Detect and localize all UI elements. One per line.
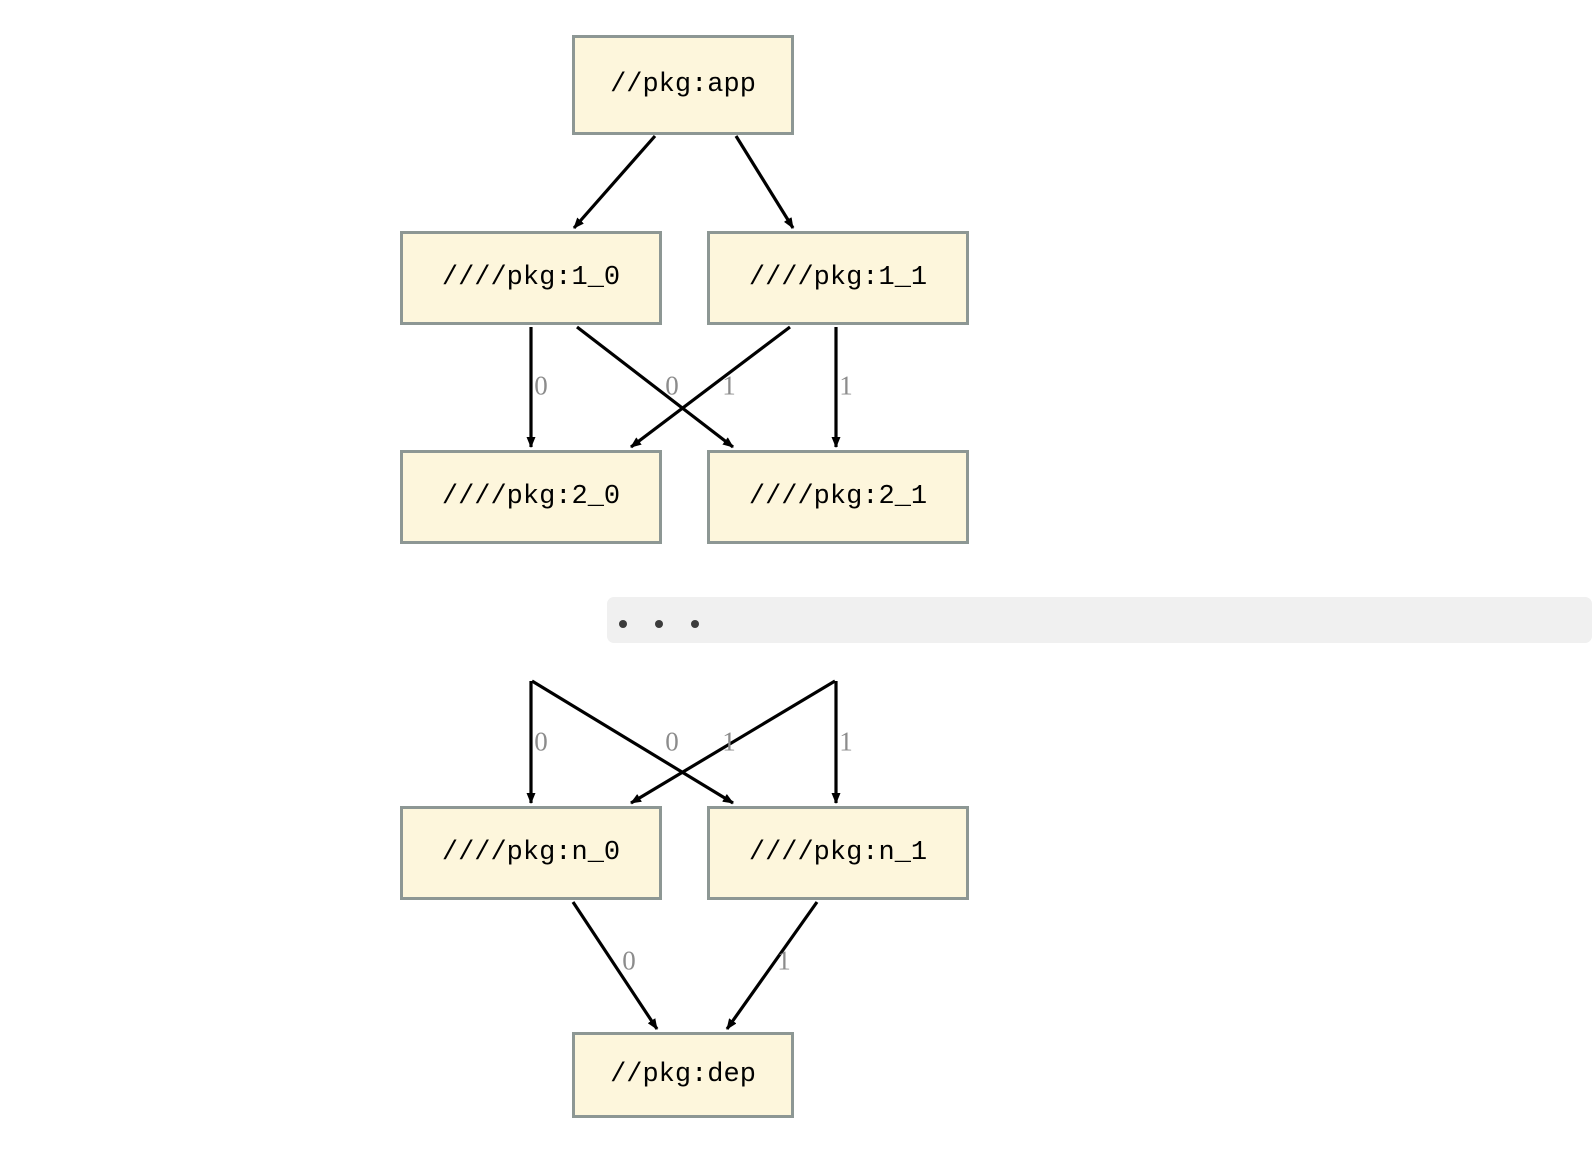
ellipsis-dot: [619, 620, 627, 628]
graph-node-ln_1[interactable]: ////pkg:n_1: [707, 806, 969, 900]
graph-node-l1_1[interactable]: ////pkg:1_1: [707, 231, 969, 325]
graph-edge-e-1_0-2_1: [576, 325, 734, 449]
graph-edge-e-n_0-dep: [571, 901, 659, 1030]
graph-node-ln_0[interactable]: ////pkg:n_0: [400, 806, 662, 900]
edge-label-e-1_0-2_1: 0: [665, 370, 679, 401]
edge-label-e-dangle-n_1b: 0: [665, 726, 679, 757]
graph-node-label: ////pkg:1_0: [441, 263, 621, 293]
graph-node-label: ////pkg:1_1: [748, 263, 928, 293]
graph-node-l2_0[interactable]: ////pkg:2_0: [400, 450, 662, 544]
graph-edge-e-dangle-n_0b: [630, 679, 836, 805]
graph-node-l2_1[interactable]: ////pkg:2_1: [707, 450, 969, 544]
edge-label-e-dangle-n_1: 1: [839, 726, 853, 757]
graph-edge-e-app-1_0: [572, 134, 657, 230]
edge-label-e-n_0-dep: 0: [622, 945, 636, 976]
edge-label-e-1_1-2_1: 1: [839, 370, 853, 401]
graph-node-label: ////pkg:2_1: [748, 482, 928, 512]
edge-label-e-dangle-n_0: 0: [534, 726, 548, 757]
ellipsis-dot: [691, 620, 699, 628]
graph-node-dep[interactable]: //pkg:dep: [572, 1032, 794, 1118]
edge-label-e-dangle-n_0b: 1: [722, 726, 736, 757]
graph-node-app[interactable]: //pkg:app: [572, 35, 794, 135]
ellipsis-dots: [607, 620, 699, 628]
graph-node-label: ////pkg:2_0: [441, 482, 621, 512]
ellipsis-band: [607, 597, 1592, 643]
edge-label-e-1_0-2_0: 0: [534, 370, 548, 401]
edge-label-e-1_1-2_0: 1: [722, 370, 736, 401]
graph-node-label: //pkg:dep: [610, 1060, 756, 1090]
ellipsis-dot: [655, 620, 663, 628]
graph-node-label: //pkg:app: [610, 70, 756, 100]
graph-node-label: ////pkg:n_1: [748, 838, 928, 868]
graph-node-label: ////pkg:n_0: [441, 838, 621, 868]
graph-node-l1_0[interactable]: ////pkg:1_0: [400, 231, 662, 325]
graph-edge-e-n_1-dep: [725, 901, 819, 1030]
graph-edge-e-dangle-n_1b: [531, 679, 734, 805]
graph-edge-e-1_1-2_0: [630, 325, 791, 449]
graph-edge-e-app-1_1: [734, 135, 795, 229]
edges-group: [526, 134, 841, 1030]
edge-label-e-n_1-dep: 1: [777, 945, 791, 976]
